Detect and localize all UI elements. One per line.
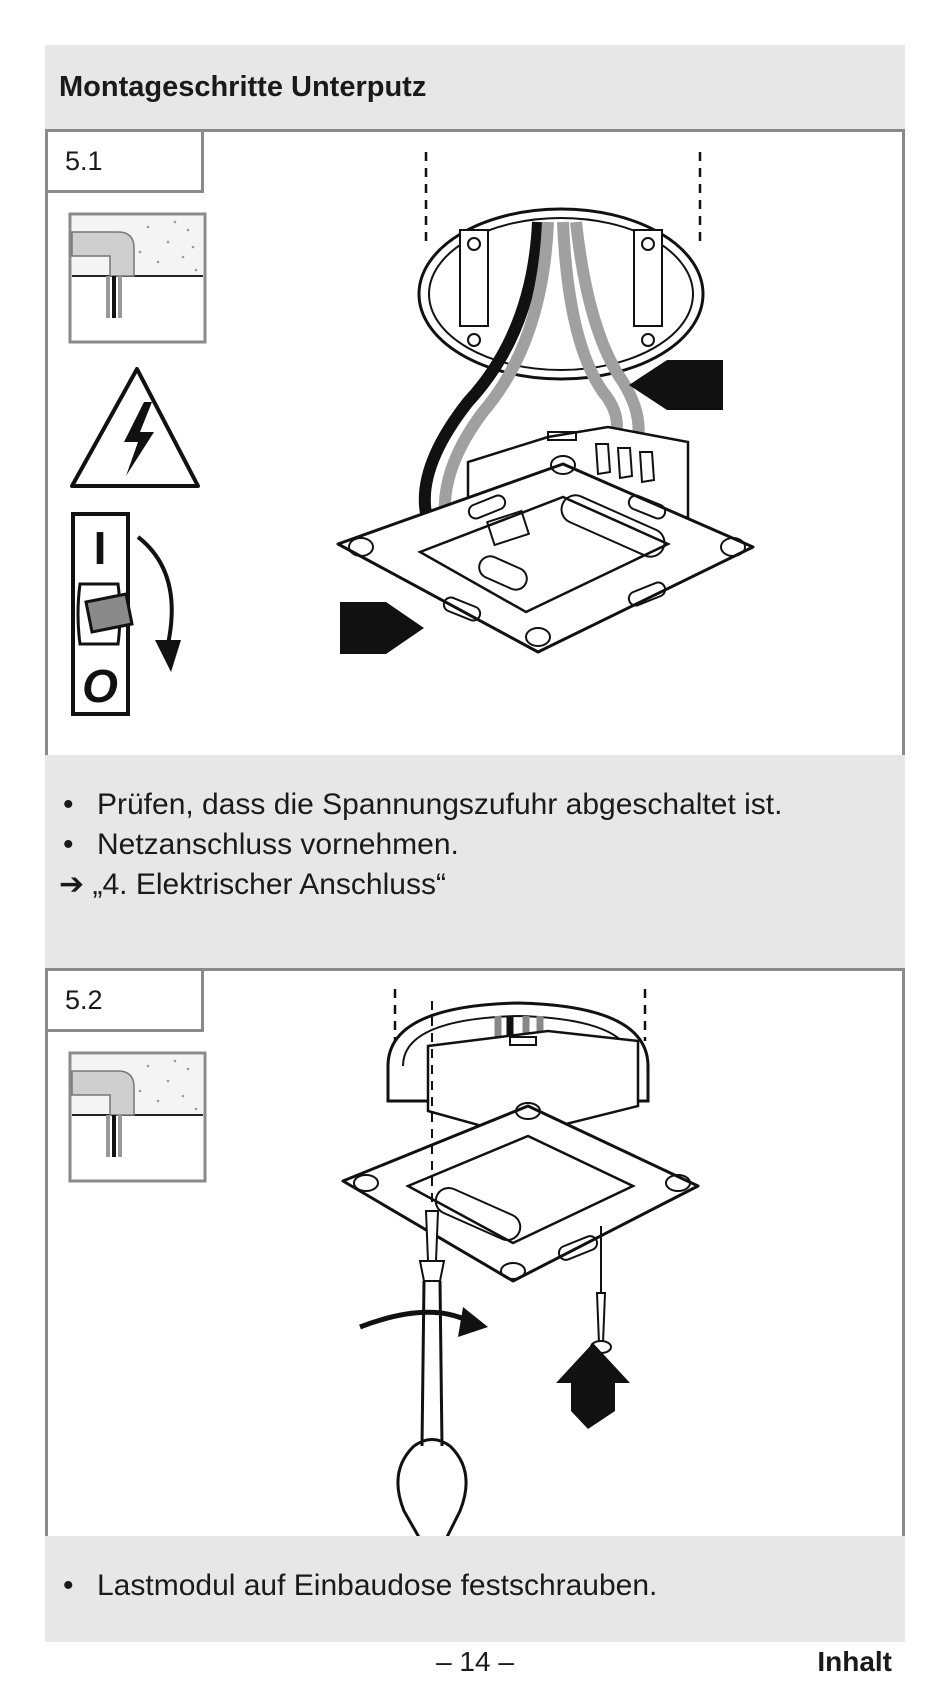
flush-mount-box-icon xyxy=(68,1051,207,1183)
step-label: 5.2 xyxy=(48,971,204,1032)
list-item: •Netzanschluss vornehmen. xyxy=(59,825,782,865)
section-header: Montageschritte Unterputz xyxy=(45,45,905,130)
figure-step-5-1: I O xyxy=(45,129,905,761)
arrow-right-icon: ➔ xyxy=(59,868,85,901)
list-item: •Lastmodul auf Einbaudose festschrauben. xyxy=(59,1566,657,1606)
step-5-2-instructions: •Lastmodul auf Einbaudose festschrauben. xyxy=(45,1536,905,1642)
insert-arrow-right xyxy=(629,360,723,410)
screw-illustration xyxy=(556,1226,630,1429)
bullet: • xyxy=(63,1569,74,1602)
contents-link[interactable]: Inhalt xyxy=(817,1646,892,1677)
illustration-5-1: I O xyxy=(68,152,755,716)
bullet: • xyxy=(63,828,74,861)
assembled-box-illustration xyxy=(341,1001,700,1283)
illustration-5-2 xyxy=(68,989,700,1539)
page-number: – 14 – xyxy=(436,1646,514,1677)
step-number: 5.2 xyxy=(65,985,103,1015)
switch-on-label: I xyxy=(94,522,107,574)
cross-reference-link[interactable]: ➔ „4. Elektrischer Anschluss“ xyxy=(59,868,446,901)
step-number: 5.1 xyxy=(65,146,103,176)
instruction-list: •Prüfen, dass die Spannungszufuhr abgesc… xyxy=(59,785,782,865)
step-5-1-instructions: •Prüfen, dass die Spannungszufuhr abgesc… xyxy=(45,755,905,968)
figure-step-5-2: 5.2 xyxy=(45,968,905,1542)
load-module-illustration xyxy=(336,425,755,654)
insert-arrow-left xyxy=(340,602,424,654)
bullet: • xyxy=(63,788,74,821)
step-label: 5.1 xyxy=(48,132,204,193)
flush-mount-box-icon xyxy=(68,212,207,344)
high-voltage-warning-icon xyxy=(70,367,200,488)
page-title: Montageschritte Unterputz xyxy=(59,71,427,103)
screwdriver-illustration xyxy=(359,1001,488,1539)
instruction-list: •Lastmodul auf Einbaudose festschrauben. xyxy=(59,1566,657,1606)
list-item: •Prüfen, dass die Spannungszufuhr abgesc… xyxy=(59,785,782,825)
flush-box-illustration xyxy=(417,207,705,381)
circuit-breaker-switch-icon: I O xyxy=(71,512,181,716)
switch-off-label: O xyxy=(82,660,118,712)
